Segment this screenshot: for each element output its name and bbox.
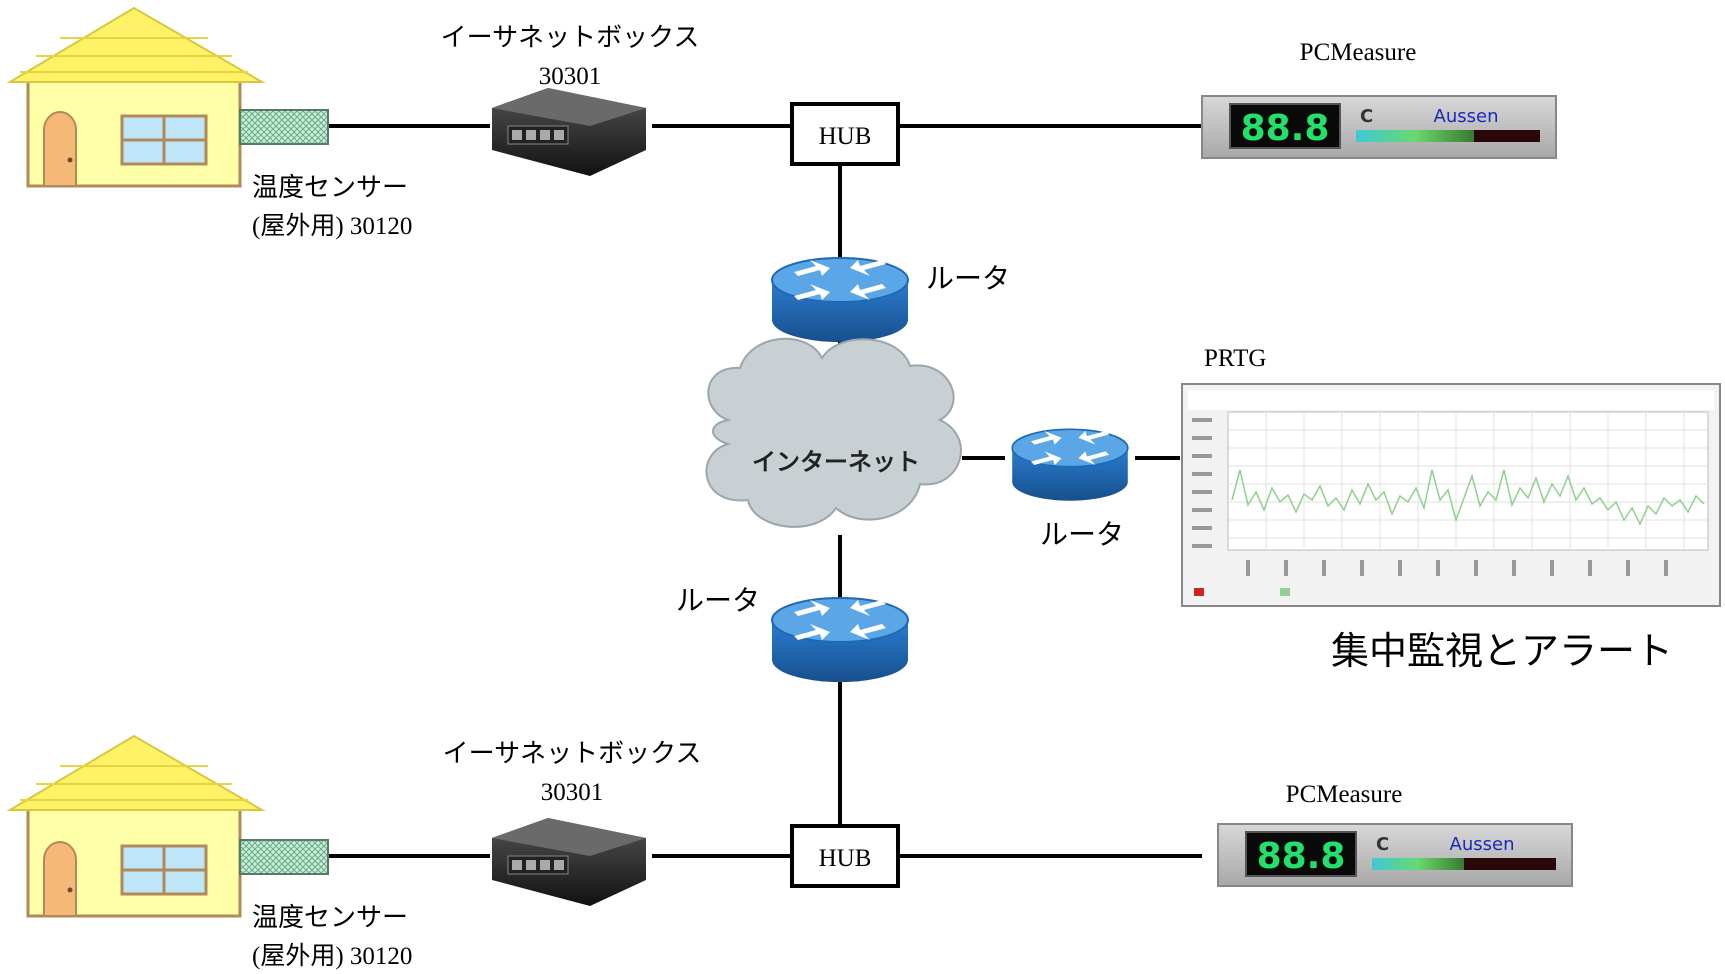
temperature-sensor-top — [239, 109, 329, 145]
hub-label-bottom: HUB — [819, 845, 872, 872]
pcmeasure-name-top: Aussen — [1434, 106, 1499, 127]
sensor-model-top: (屋外用) 30120 — [252, 212, 412, 240]
pcmeasure-title-top: PCMeasure — [1300, 39, 1417, 66]
pcmeasure-display-top: 88.8 C Aussen — [1201, 95, 1557, 159]
pcmeasure-unit-top: C — [1360, 106, 1373, 127]
ethernet-box-label-top: イーサネットボックス — [441, 23, 700, 53]
pcmeasure-value-bottom: 88.8 — [1257, 836, 1346, 877]
router-bottom — [771, 597, 909, 683]
prtg-caption: 集中監視とアラート — [1331, 629, 1673, 673]
router-top — [771, 257, 909, 343]
pcmeasure-display-bottom: 88.8 C Aussen — [1217, 823, 1573, 887]
ethernet-box-model-bottom: 30301 — [541, 779, 604, 806]
hub-bottom — [790, 824, 900, 888]
house-bottom — [6, 734, 266, 918]
internet-label: インターネット — [752, 448, 920, 476]
router-label-monitor: ルータ — [1040, 518, 1124, 551]
sensor-model-bottom: (屋外用) 30120 — [252, 942, 412, 970]
sensor-label-bottom: 温度センサー — [252, 903, 408, 933]
router-label-top: ルータ — [926, 262, 1010, 295]
pcmeasure-value-top: 88.8 — [1241, 108, 1330, 149]
connection-lines — [300, 124, 1202, 858]
hub-label-top: HUB — [819, 123, 872, 150]
temperature-sensor-bottom — [239, 839, 329, 875]
pcmeasure-name-bottom: Aussen — [1450, 834, 1515, 855]
router-label-bottom: ルータ — [676, 584, 760, 617]
internet-cloud: インターネット — [705, 337, 962, 528]
pcmeasure-unit-bottom: C — [1376, 834, 1389, 855]
ethernet-box-model-top: 30301 — [539, 63, 602, 90]
ethernet-box-top — [492, 88, 646, 176]
prtg-chart — [1181, 383, 1721, 607]
ethernet-box-label-bottom: イーサネットボックス — [443, 739, 702, 769]
prtg-series-line — [1231, 469, 1705, 526]
ethernet-box-bottom — [492, 818, 646, 906]
sensor-label-top: 温度センサー — [252, 173, 408, 203]
pcmeasure-title-bottom: PCMeasure — [1286, 781, 1403, 808]
prtg-title: PRTG — [1204, 345, 1266, 372]
house-top — [6, 6, 266, 188]
hub-top — [790, 102, 900, 166]
router-monitor — [1011, 428, 1129, 502]
